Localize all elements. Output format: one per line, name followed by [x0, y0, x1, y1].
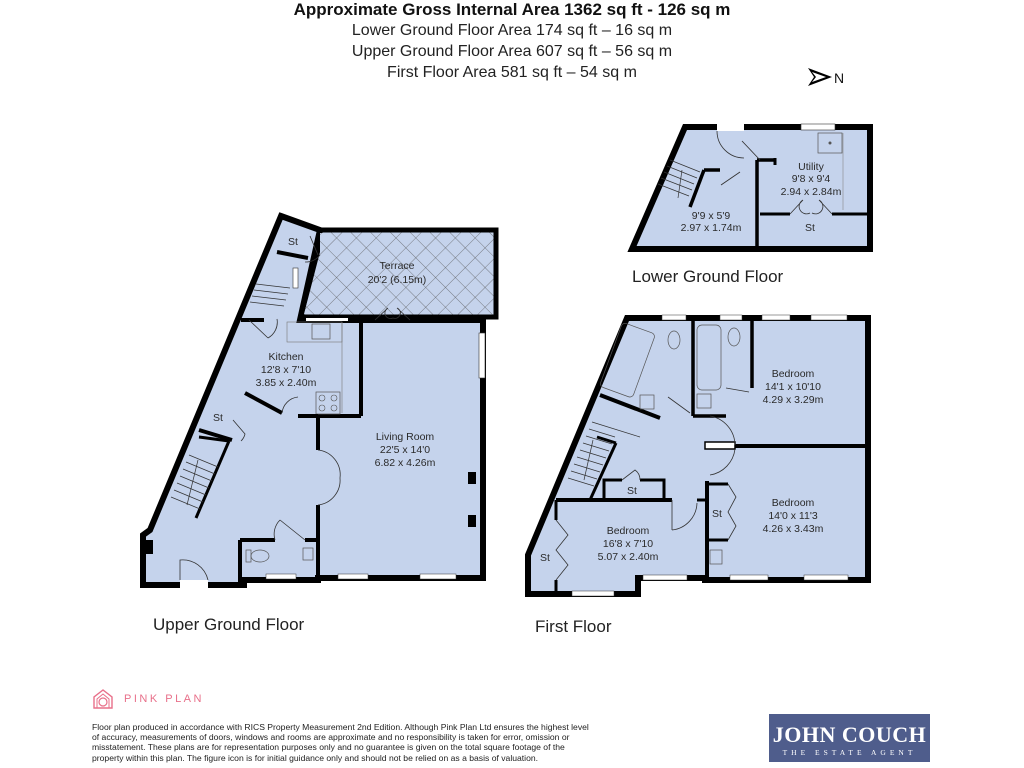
upper-ground-floor-label: Upper Ground Floor — [153, 615, 305, 634]
kitchen-imperial: 12'8 x 7'10 — [261, 364, 311, 376]
bedroom3-imperial: 16'8 x 7'10 — [603, 538, 653, 550]
terrace-label: Terrace — [379, 260, 414, 272]
landing-store-label: St — [627, 485, 637, 497]
living-room-metric: 6.82 x 4.26m — [375, 457, 436, 469]
bedroom3-label: Bedroom — [607, 525, 650, 537]
lower-store-label: St — [805, 222, 815, 234]
living-room-label: Living Room — [376, 431, 435, 443]
agent-name: JOHN COUCH — [772, 722, 927, 747]
bedroom3-store-label: St — [540, 552, 550, 564]
disclaimer-text: Floor plan produced in accordance with R… — [92, 722, 589, 763]
lower-hall-imperial: 9'9 x 5'9 — [692, 210, 731, 222]
bedroom1-label: Bedroom — [772, 368, 815, 380]
north-label: N — [834, 70, 845, 86]
upper-ground-floor-plan: St — [140, 212, 499, 589]
john-couch-logo: JOHN COUCH THE ESTATE AGENT — [769, 714, 930, 762]
first-floor-area: First Floor Area 581 sq ft – 54 sq m — [387, 64, 637, 81]
bedroom1-imperial: 14'1 x 10'10 — [765, 381, 821, 393]
bedroom2-imperial: 14'0 x 11'3 — [768, 510, 818, 522]
agent-tagline: THE ESTATE AGENT — [782, 748, 917, 757]
hall-store-label: St — [213, 412, 223, 424]
pink-plan-logo: PINK PLAN — [92, 688, 204, 710]
bedroom2-store-label: St — [712, 508, 722, 520]
kitchen-metric: 3.85 x 2.40m — [256, 377, 317, 389]
utility-imperial: 9'8 x 9'4 — [792, 173, 831, 185]
north-arrow-icon — [808, 68, 832, 86]
pink-plan-brand-text: PINK PLAN — [124, 693, 204, 705]
living-room-imperial: 22'5 x 14'0 — [380, 444, 430, 456]
bedroom2-metric: 4.26 x 3.43m — [763, 523, 824, 535]
kitchen-label: Kitchen — [268, 351, 303, 363]
lower-ground-area: Lower Ground Floor Area 174 sq ft – 16 s… — [351, 22, 673, 39]
area-summary-header: Approximate Gross Internal Area 1362 sq … — [0, 0, 1024, 83]
first-floor-plan: Bedroom 14'1 x 10'10 4.29 x 3.29m St Bed… — [525, 314, 871, 597]
pink-plan-house-logo-icon — [93, 689, 113, 709]
bedroom2-label: Bedroom — [772, 497, 815, 509]
lower-ground-floor-label: Lower Ground Floor — [632, 267, 784, 286]
utility-metric: 2.94 x 2.84m — [781, 186, 842, 198]
gross-area-title: Approximate Gross Internal Area 1362 sq … — [293, 0, 731, 19]
upper-top-store-label: St — [288, 236, 298, 248]
terrace-dimension: 20'2 (6.15m) — [368, 274, 427, 286]
lower-ground-floor-plan: Utility 9'8 x 9'4 2.94 x 2.84m St 9'9 x … — [627, 122, 873, 252]
upper-ground-area: Upper Ground Floor Area 607 sq ft – 56 s… — [351, 43, 673, 60]
bedroom1-metric: 4.29 x 3.29m — [763, 394, 824, 406]
first-floor-label: First Floor — [535, 617, 612, 636]
lower-hall-metric: 2.97 x 1.74m — [681, 222, 742, 234]
utility-label: Utility — [798, 161, 824, 173]
bedroom3-metric: 5.07 x 2.40m — [598, 551, 659, 563]
